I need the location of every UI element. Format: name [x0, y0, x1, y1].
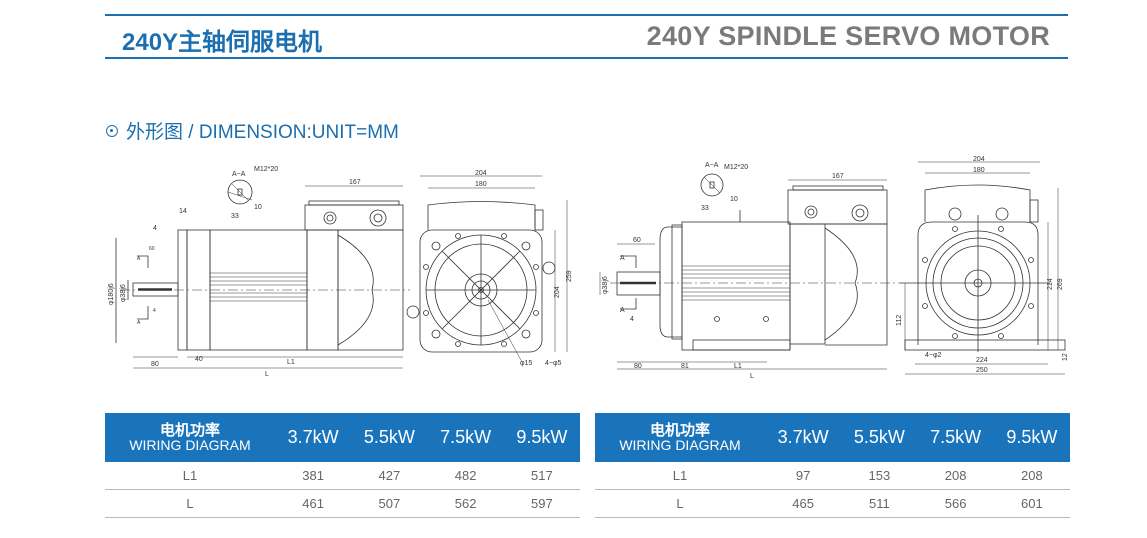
holes-label: 4−φ5 [545, 360, 562, 367]
table-row: L 465 511 566 601 [595, 489, 1070, 518]
dim-40: 40 [195, 356, 203, 363]
section-label: A−A [232, 171, 246, 178]
dim-l1: L1 [287, 359, 295, 366]
key-length-label: 60 [633, 237, 641, 244]
key-width-label: 10 [254, 204, 262, 211]
foot-holes-label: 4−φ2 [925, 352, 942, 359]
power-col: 9.5kW [993, 413, 1070, 462]
dim-224: 224 [976, 357, 988, 364]
row-label: L [105, 489, 275, 518]
power-col: 5.5kW [351, 413, 428, 462]
shaft-height-112: 112 [896, 315, 903, 326]
power-col: 3.7kW [275, 413, 352, 462]
dim-12: 12 [1062, 353, 1069, 361]
key-depth-label: 33 [701, 205, 709, 212]
key-depth-label: 33 [231, 213, 239, 220]
left-side-view [115, 179, 410, 369]
dim-4: 4 [153, 225, 157, 232]
box-width-label: 167 [349, 179, 361, 186]
cell: 517 [503, 462, 580, 490]
cell: 511 [841, 489, 918, 518]
cell: 208 [993, 462, 1070, 490]
power-col: 9.5kW [503, 413, 580, 462]
row-label: L1 [595, 462, 765, 490]
dim-l: L [265, 371, 269, 378]
cell: 461 [275, 489, 352, 518]
dim-l: L [750, 373, 754, 380]
cell: 562 [427, 489, 504, 518]
dim-4b: 4 [153, 308, 156, 314]
key-width-label: 10 [730, 196, 738, 203]
hole-15-label: φ15 [520, 360, 532, 367]
circle-dot-icon [106, 124, 118, 137]
row-label: L [595, 489, 765, 518]
dim-81: 81 [681, 363, 689, 370]
cell: 566 [917, 489, 994, 518]
front-width-180: 180 [475, 181, 487, 188]
page-title-cn: 240Y主轴伺服电机 [122, 29, 323, 56]
front-width-180: 180 [973, 167, 985, 174]
marker-a-top: A [137, 256, 141, 262]
dim-14: 14 [179, 208, 187, 215]
header-rule [105, 57, 1068, 59]
front-height-269: 269 [1057, 278, 1064, 290]
table-row: L 461 507 562 597 [105, 489, 580, 518]
table-row: L1 381 427 482 517 [105, 462, 580, 490]
front-height-214: 214 [1047, 278, 1054, 290]
marker-a-bottom: A [137, 320, 141, 326]
section-title: 外形图 / DIMENSION:UNIT=MM [126, 122, 399, 143]
cell: 427 [351, 462, 428, 490]
cell: 153 [841, 462, 918, 490]
dim-80: 80 [634, 363, 642, 370]
front-height-259: 259 [566, 270, 573, 282]
key-length-label: 60 [149, 246, 155, 252]
marker-a-bottom: A [620, 307, 625, 314]
page-title-en: 240Y SPINDLE SERVO MOTOR [646, 21, 1050, 51]
dim-4: 4 [630, 316, 634, 323]
cell: 208 [917, 462, 994, 490]
cell: 97 [765, 462, 842, 490]
power-col: 5.5kW [841, 413, 918, 462]
left-front-view [406, 175, 568, 363]
marker-a-top: A [620, 255, 625, 262]
cell: 597 [503, 489, 580, 518]
dim-l1: L1 [734, 363, 742, 370]
power-col: 7.5kW [917, 413, 994, 462]
cell: 482 [427, 462, 504, 490]
table-row: L1 97 153 208 208 [595, 462, 1070, 490]
cell: 507 [351, 489, 428, 518]
shaft-diameter-label: φ38j6 [120, 284, 127, 302]
thread-label: M12*20 [724, 164, 748, 171]
right-front-view [900, 161, 1066, 375]
flange-diameter-label: φ180j6 [108, 283, 115, 305]
cell: 465 [765, 489, 842, 518]
row-label: L1 [105, 462, 275, 490]
power-col: 3.7kW [765, 413, 842, 462]
top-rule [105, 14, 1068, 16]
thread-label: M12*20 [254, 166, 278, 173]
right-side-view [599, 173, 900, 370]
cell: 381 [275, 462, 352, 490]
box-width-label: 167 [832, 173, 844, 180]
section-heading: 外形图 / DIMENSION:UNIT=MM [106, 117, 399, 144]
power-col: 7.5kW [427, 413, 504, 462]
shaft-diameter-label: φ38j6 [602, 276, 609, 294]
dim-250: 250 [976, 367, 988, 374]
cell: 601 [993, 489, 1070, 518]
dim-80: 80 [151, 361, 159, 368]
front-width-204: 204 [973, 156, 985, 163]
front-height-204: 204 [554, 286, 561, 298]
section-label: A−A [705, 162, 719, 169]
front-width-204: 204 [475, 170, 487, 177]
